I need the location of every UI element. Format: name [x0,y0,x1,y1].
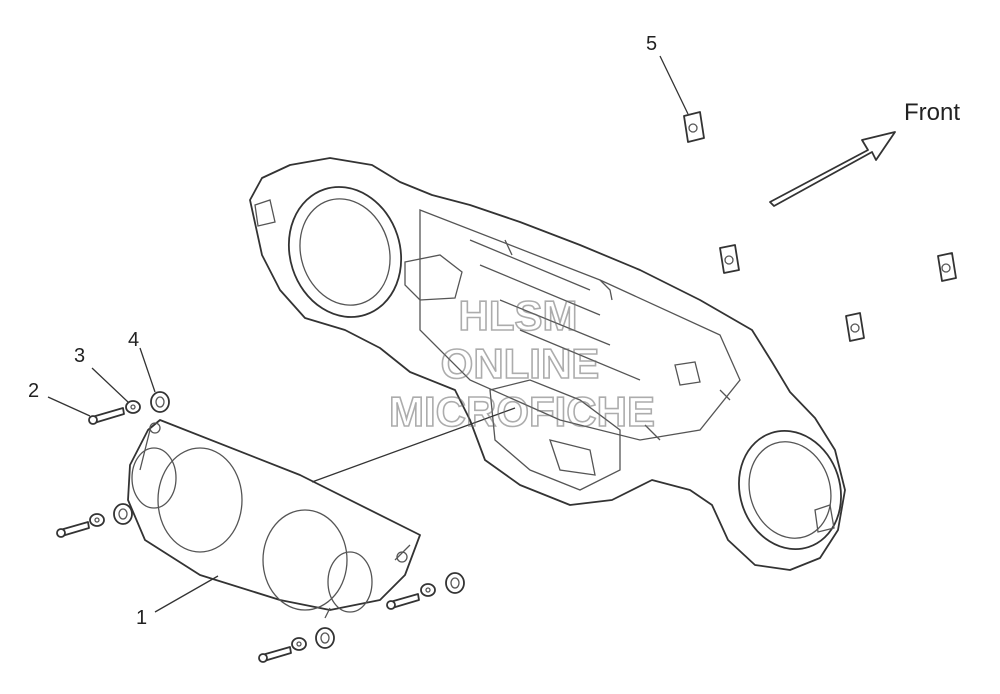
callout-5: 5 [646,33,657,55]
callout-3: 3 [74,345,85,367]
clip-nut [937,252,957,282]
dashboard-frame [249,157,846,571]
watermark-line-1: HLSM [459,292,578,339]
screw-2 [88,407,125,425]
washer [89,513,105,527]
instrument-cover-1 [127,419,421,619]
grommet [315,627,335,649]
assembly-line [311,407,516,483]
callout-2: 2 [28,380,39,402]
clip-nut [845,312,865,342]
clip-nut-5 [683,111,705,143]
watermark-line-2: ONLINE [441,340,600,387]
screw [258,646,292,663]
washer [291,637,307,651]
washer [420,583,436,597]
leader-line-1 [154,575,219,613]
watermark-line-3: MICROFICHE [389,388,655,435]
clip-nut [719,244,740,274]
callout-1: 1 [136,607,147,629]
front-label: Front [904,99,960,126]
leader-line-2 [47,396,91,417]
leader-line-4 [139,347,156,393]
screw [386,593,420,610]
front-direction-arrow [769,131,896,207]
watermark: HLSM ONLINE MICROFICHE [388,291,656,436]
callout-4: 4 [128,329,139,351]
leader-line-5 [659,55,689,115]
washer-3 [125,400,141,414]
leader-line-3 [91,367,129,403]
grommet-4 [150,391,170,413]
screw [56,521,90,538]
grommet [445,572,465,594]
grommet [113,503,133,525]
